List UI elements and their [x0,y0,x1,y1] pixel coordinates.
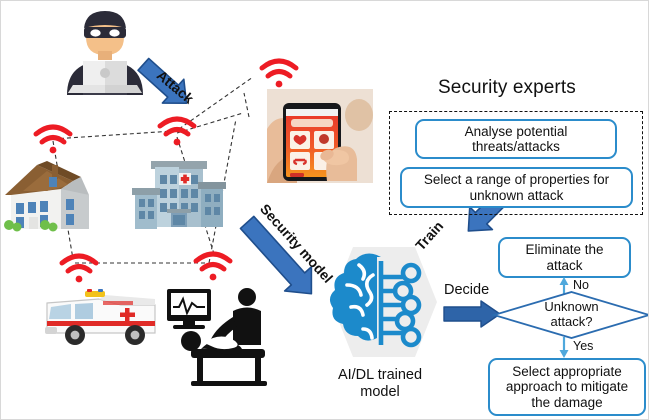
unknown-attack-decision-label: Unknown attack? [544,299,599,329]
yes-branch-connector [559,337,569,358]
security-experts-title: Security experts [438,77,576,98]
wifi-house-icon [31,122,75,154]
eliminate-attack-box[interactable]: Eliminate the attack [498,237,631,278]
decide-arrow-label: Decide [444,282,490,298]
branch-no-label: No [573,278,589,292]
ai-brain-circuit-icon [319,241,441,363]
mitigate-damage-box[interactable]: Select appropriate approach to mitigate … [488,358,646,416]
wifi-phone-icon [257,56,301,88]
ai-model-caption: AI/DL trained model [337,367,423,400]
security-experts-group [389,111,643,215]
select-properties-box[interactable]: Select a range of properties for unknown… [400,167,633,208]
smart-home-icon [3,151,97,233]
wifi-ambulance-icon [57,251,101,283]
analyse-threats-box[interactable]: Analyse potential threats/attacks [415,119,617,159]
decide-arrow [443,300,503,328]
wifi-hospital-icon [155,114,199,146]
health-app-smartphone-photo [267,89,373,183]
wifi-patient-icon [191,249,235,281]
ambulance-icon [41,283,161,351]
patient-monitoring-icon [161,287,271,387]
unknown-attack-decision[interactable]: Unknown attack? [490,291,648,339]
no-branch-connector [559,277,569,295]
branch-yes-label: Yes [573,339,594,353]
hacker-with-laptop-icon [53,7,157,95]
attack-arrow [137,57,218,119]
security-model-arrow [239,213,354,318]
hospital-building-icon [129,149,229,233]
